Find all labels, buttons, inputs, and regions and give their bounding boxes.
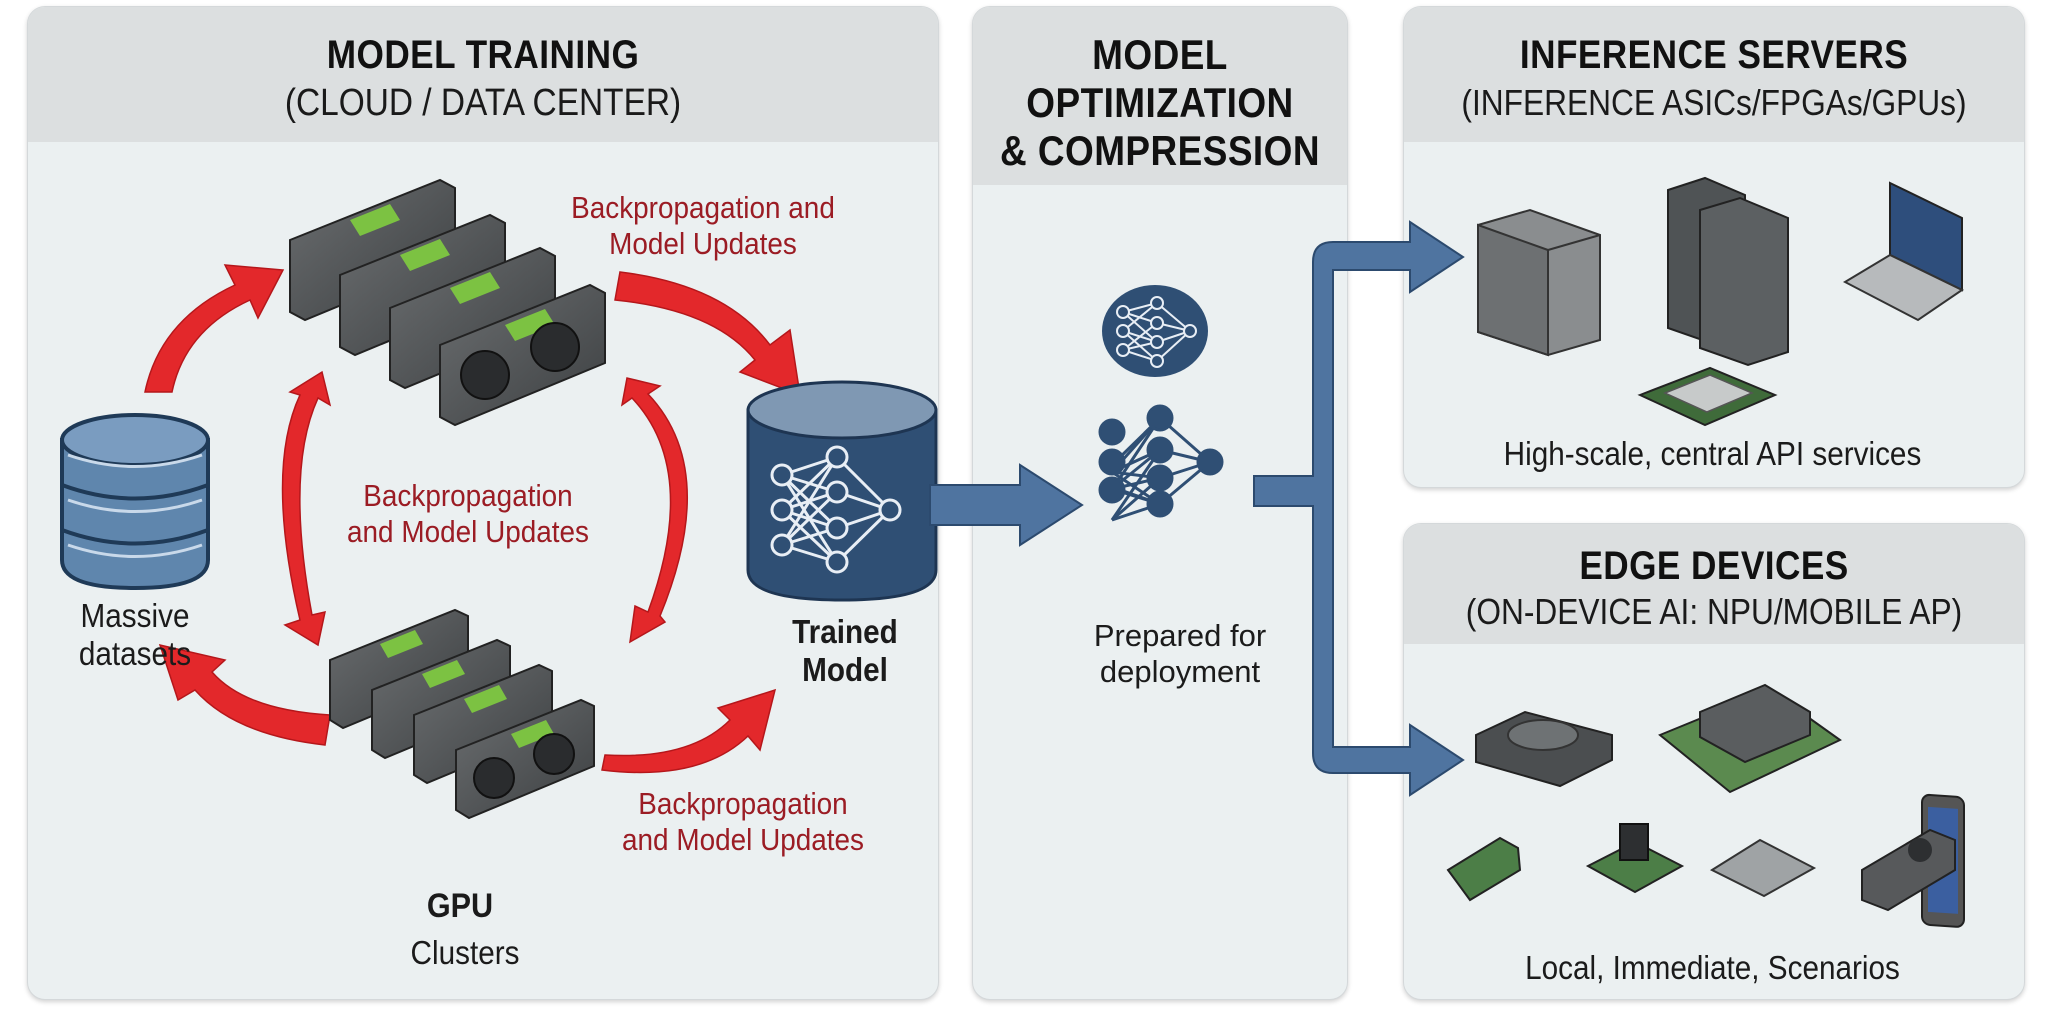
inference-caption: High-scale, central API services [1503,435,1922,472]
trained-model-label-line2: Model [802,651,888,688]
optimization-title-line2: OPTIMIZATION [1026,79,1294,126]
loop-label-bottom-line2: and Model Updates [622,822,864,857]
datasets-label-line1: Massive [80,597,190,634]
edge-subtitle: (ON-DEVICE AI: NPU/MOBILE AP) [1465,591,1963,632]
loop-label-top-line1: Backpropagation and [571,190,835,225]
loop-label-bottom: Backpropagation and Model Updates [604,786,883,858]
panel-header-inference: INFERENCE SERVERS (INFERENCE ASICs/FPGAs… [1404,7,2024,142]
prepared-for-deployment-label: Prepared for deployment [1070,618,1290,690]
datasets-label: Massive datasets [63,597,207,673]
panel-model-optimization: MODEL OPTIMIZATION & COMPRESSION [972,6,1348,1000]
loop-label-bottom-line1: Backpropagation [638,786,848,821]
edge-title: EDGE DEVICES [1579,544,1849,588]
loop-label-center-line2: and Model Updates [347,514,589,549]
optimization-title-line3: & COMPRESSION [1000,127,1320,174]
trained-model-label-line1: Trained [792,613,898,650]
panel-header-edge: EDGE DEVICES (ON-DEVICE AI: NPU/MOBILE A… [1404,524,2024,644]
loop-label-top: Backpropagation and Model Updates [564,190,843,262]
inference-subtitle: (INFERENCE ASICs/FPGAs/GPUs) [1461,82,1967,123]
training-subtitle: (CLOUD / DATA CENTER) [284,82,682,124]
datasets-label-line2: datasets [78,635,192,672]
panel-edge-devices: EDGE DEVICES (ON-DEVICE AI: NPU/MOBILE A… [1403,523,2025,1000]
gpu-label: GPU [426,887,494,925]
loop-label-center-line1: Backpropagation [363,478,573,513]
edge-caption: Local, Immediate, Scenarios [1525,949,1900,986]
panel-inference-servers: INFERENCE SERVERS (INFERENCE ASICs/FPGAs… [1403,6,2025,488]
panel-header-optimization: MODEL OPTIMIZATION & COMPRESSION [973,7,1347,185]
trained-model-label: Trained Model [773,613,917,689]
clusters-label: Clusters [410,934,520,971]
panel-header-training: MODEL TRAINING (CLOUD / DATA CENTER) [28,7,938,142]
loop-label-center: Backpropagation and Model Updates [333,478,603,550]
prepared-label-line1: Prepared for [1093,618,1267,653]
optimization-title-line1: MODEL [1092,31,1228,78]
loop-label-top-line2: Model Updates [609,226,797,261]
inference-title: INFERENCE SERVERS [1519,33,1909,77]
prepared-label-line2: deployment [1099,654,1261,689]
training-title: MODEL TRAINING [326,33,640,77]
